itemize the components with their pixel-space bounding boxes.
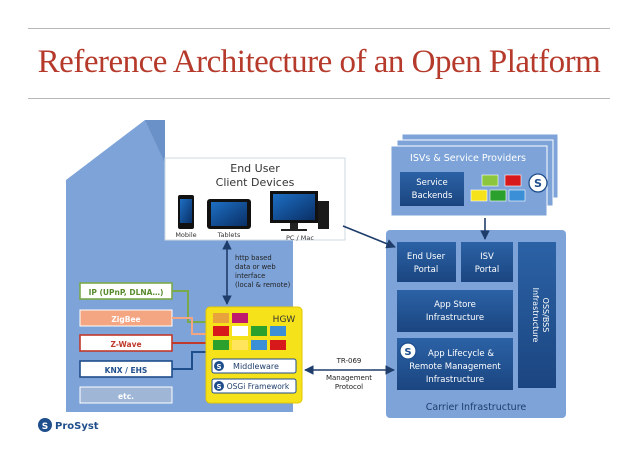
app-lifecycle-label: Infrastructure	[426, 375, 484, 385]
prosyst-logo-text: ProSyst	[55, 421, 99, 432]
app-store-label: Infrastructure	[426, 313, 484, 323]
end-user-portal-label: End User	[407, 252, 446, 262]
protocol-etc-box	[79, 386, 173, 404]
osgi-framework-box	[211, 378, 297, 394]
svg-text:S: S	[42, 422, 48, 432]
end-user-portal-label: Portal	[414, 265, 438, 275]
title-divider	[28, 98, 610, 99]
service-backends-label: Backends	[412, 191, 453, 201]
end-user-portal-box	[397, 242, 456, 282]
osgi-label: OSGi Framework	[227, 382, 290, 391]
isv-portal-box	[461, 242, 513, 282]
isv-portal-label: Portal	[475, 265, 499, 275]
protocol-label: etc.	[118, 392, 134, 401]
tr069-label: TR-069	[336, 357, 362, 365]
carrier-infrastructure-label: Carrier Infrastructure	[426, 402, 527, 413]
protocol-label: IP (UPnP, DLNA…)	[89, 288, 164, 297]
protocol-label: KNX / EHS	[105, 366, 148, 375]
tablets-label: Tablets	[217, 231, 241, 239]
pc-mac-label: PC / Mac	[286, 234, 314, 242]
middleware-box	[211, 358, 297, 374]
http-note-text: (local & remote)	[235, 281, 291, 289]
isv-title: ISVs & Service Providers	[410, 153, 526, 164]
hgw-label: HGW	[273, 315, 296, 325]
http-note-text: http based	[235, 254, 272, 262]
client-devices-heading: End User	[230, 162, 280, 175]
service-backends-label: Service	[416, 178, 447, 188]
middleware-label: Middleware	[233, 362, 279, 371]
client-portal-arrow	[342, 225, 396, 249]
pc-tower-icon	[318, 201, 329, 229]
service-backends-box	[400, 172, 464, 206]
svg-text:S: S	[404, 347, 411, 358]
oss-bss-label: Infrastructure	[531, 288, 540, 343]
app-store-box	[397, 290, 513, 332]
http-note-text: interface	[235, 272, 265, 280]
oss-bss-label: OSS/BSS	[541, 298, 550, 333]
oss-bss-box	[518, 242, 556, 388]
svg-text:S: S	[534, 177, 542, 190]
prosyst-logo-icon	[38, 418, 52, 432]
http-note-text: data or web	[235, 263, 276, 271]
prosyst-icon	[528, 173, 548, 193]
client-devices-heading: Client Devices	[216, 176, 295, 189]
prosyst-icon	[399, 342, 417, 360]
app-lifecycle-label: Remote Management	[409, 362, 501, 372]
app-lifecycle-label: App Lifecycle &	[428, 349, 494, 359]
app-store-label: App Store	[434, 300, 476, 310]
top-divider	[28, 28, 610, 29]
mobile-label: Mobile	[175, 231, 196, 239]
tr069-label: Management	[326, 374, 372, 382]
tr069-label: Protocol	[335, 383, 363, 391]
isv-portal-label: ISV	[480, 252, 494, 262]
protocol-label: Z-Wave	[110, 340, 141, 349]
svg-text:S: S	[216, 383, 221, 391]
svg-text:S: S	[216, 363, 221, 371]
app-lifecycle-box	[397, 338, 513, 390]
page-title: Reference Architecture of an Open Platfo…	[37, 44, 601, 80]
protocol-label: ZigBee	[111, 315, 140, 324]
